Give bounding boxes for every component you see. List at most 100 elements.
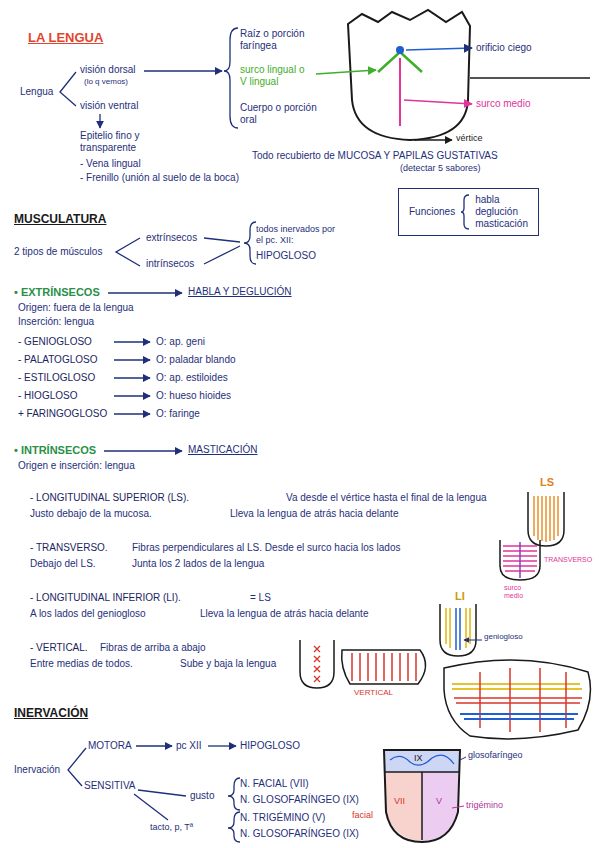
topic-label: Lengua <box>20 86 53 98</box>
drawing-stroke <box>316 70 376 74</box>
callout-label: orificio ciego <box>476 42 532 54</box>
drawing-stroke <box>314 676 320 682</box>
bracket-lines <box>68 746 240 842</box>
drawing-stroke <box>134 794 168 820</box>
figure-label: trigémino <box>466 800 503 811</box>
transverse-muscle-figure <box>500 540 540 580</box>
muscle-name: - TRANSVERSO. <box>30 542 108 554</box>
drawing-stroke <box>422 772 458 841</box>
muscle-name: - HIOGLOSO <box>18 390 77 402</box>
branch-label: visión dorsal <box>80 64 136 76</box>
drawing-stroke <box>314 646 320 682</box>
drawing-stroke <box>407 653 409 681</box>
note: Debajo del LS. <box>30 558 96 570</box>
drawing-stroke <box>545 496 547 542</box>
note: HIPOGLOSO <box>256 250 316 262</box>
drawing-stroke <box>314 666 320 672</box>
drawing-stroke <box>465 608 467 648</box>
drawing-stroke <box>244 222 256 264</box>
drawing-stroke <box>455 608 457 650</box>
figure-label: glosofaríngeo <box>468 750 523 761</box>
drawing-stroke <box>404 100 472 104</box>
drawing-stroke <box>452 684 582 689</box>
drawing-stroke <box>440 604 476 656</box>
topic-label: Inervación <box>14 764 60 776</box>
section-heading: MUSCULATURA <box>14 212 106 226</box>
subsection-heading: • INTRÍNSECOS <box>14 444 96 457</box>
note: Lleva la lengua de atrás hacia delante <box>200 608 368 620</box>
drawing-stroke <box>470 77 590 79</box>
drawing-stroke <box>460 757 466 760</box>
drawing-stroke <box>452 688 582 690</box>
drawing-stroke <box>68 748 86 786</box>
drawing-stroke <box>383 653 385 681</box>
origin-note: O: paladar blando <box>156 354 236 366</box>
drawing-stroke <box>445 608 447 644</box>
nerve-label: N. TRIGÉMINO (V) <box>240 812 325 824</box>
function-box: Funcioneshabladegluciónmasticación <box>398 188 539 236</box>
drawing-stroke <box>446 608 470 648</box>
note: Todo recubierto de MUCOSA Y PAPILAS GUST… <box>252 150 498 162</box>
drawing-stroke <box>459 608 461 650</box>
part-label: surco lingual o V lingual <box>240 64 312 88</box>
drawing-stroke <box>114 395 150 396</box>
drawing-stroke <box>114 413 150 414</box>
drawing-stroke <box>348 10 470 140</box>
drawing-stroke <box>228 812 240 842</box>
branch-label: MOTORA <box>88 740 132 752</box>
note: Va desde el vértice hasta el final de la… <box>286 492 487 504</box>
note: Fibras de arriba a abajo <box>100 642 206 654</box>
drawing-stroke <box>534 496 558 542</box>
origin-note: O: ap. geni <box>156 336 205 348</box>
branch-label: gusto <box>190 790 214 802</box>
tongue-innervation-figure <box>384 750 466 842</box>
branch-label: extrínsecos <box>146 232 197 244</box>
topic-label: 2 tipos de músculos <box>14 246 102 258</box>
drawing-stroke <box>414 139 452 140</box>
brace-stroke <box>461 195 469 229</box>
region-number: V <box>436 796 442 807</box>
drawing-stroke <box>549 496 551 541</box>
drawing-stroke <box>314 656 320 662</box>
drawing-stroke <box>452 806 464 808</box>
drawing-stroke <box>509 668 511 732</box>
nerve-label: N. FACIAL (VII) <box>240 778 309 790</box>
drawing-stroke <box>399 653 401 681</box>
section-heading: INERVACIÓN <box>14 706 88 720</box>
note: Inserción: lengua <box>18 316 94 328</box>
ls-muscle-figure <box>528 492 564 546</box>
drawing-stroke <box>553 496 555 540</box>
figure-label: surco medio <box>504 584 540 601</box>
nerve-label: N. GLOSOFARÍNGEO (IX) <box>240 828 359 840</box>
origin-note: O: hueso hioides <box>156 390 231 402</box>
drawing-stroke <box>386 772 422 841</box>
nerve-label: HIPOGLOSO <box>240 740 300 752</box>
drawing-stroke <box>399 58 401 126</box>
note: Sube y baja la lengua <box>180 658 280 670</box>
callout-label: surco medio <box>476 98 530 110</box>
figure-label: facial <box>352 810 373 821</box>
nerve-label: N. GLOSOFARÍNGEO (IX) <box>240 794 359 806</box>
drawing-stroke <box>367 653 369 681</box>
drawing-stroke <box>99 114 100 128</box>
drawing-stroke <box>452 683 580 685</box>
list-column: habladegluciónmasticación <box>475 194 528 230</box>
branch-label: tacto, p, Tª <box>150 822 193 833</box>
bracket-lines <box>104 222 256 451</box>
muscle-name: - PALATOGLOSO <box>18 354 97 366</box>
list-item: - Vena lingual <box>80 158 141 170</box>
branch-label: visión ventral <box>80 100 138 112</box>
drawing-stroke <box>108 292 182 293</box>
region-number: IX <box>414 753 423 764</box>
drawing-stroke <box>114 359 150 360</box>
drawing-stroke <box>449 608 451 648</box>
part-label: Raíz o porción faríngea <box>240 28 336 52</box>
drawing-stroke <box>456 608 460 650</box>
li-muscle-figure <box>440 604 482 656</box>
figure-label: LI <box>455 590 465 603</box>
figure-label: geniogloso <box>484 632 523 642</box>
note: Origen: fuera de la lengua <box>18 302 134 314</box>
note: Junta los 2 lados de la lengua <box>132 558 264 570</box>
note: Origen e inserción: lengua <box>18 460 135 472</box>
